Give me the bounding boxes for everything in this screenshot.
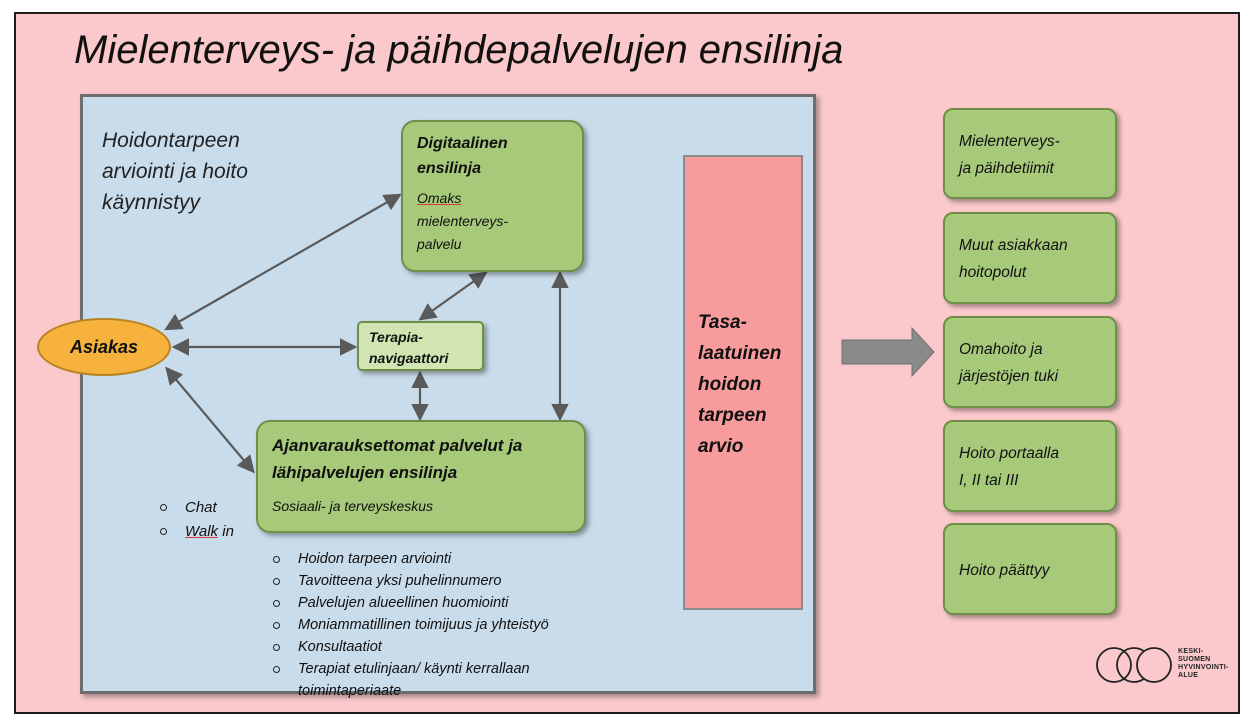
list-item: Moniammatillinen toimijuus ja yhteistyö (268, 614, 618, 636)
slide-title: Mielenterveys- ja päihdepalvelujen ensil… (74, 28, 844, 72)
contact-options-list: Chat Walk in (155, 496, 234, 544)
digital-box-subtitle-underlined: Omaks (417, 190, 462, 206)
walk-in-box-subtitle: Sosiaali- ja terveyskeskus (272, 498, 434, 514)
outcome-box: Hoito portaalla I, II tai III (943, 420, 1117, 512)
client-label: Asiakas (69, 336, 139, 357)
list-item: Hoidon tarpeen arviointi (268, 548, 618, 570)
organization-logo (1096, 647, 1172, 683)
digital-box-subtitle: Omaks mielenterveys- palvelu (417, 187, 568, 256)
block-arrow-to-outcomes (841, 326, 935, 378)
outcome-box: Hoito päättyy (943, 523, 1117, 615)
outcome-box: Muut asiakkaan hoitopolut (943, 212, 1117, 304)
panel-heading: Hoidontarpeen arviointi ja hoito käynnis… (102, 129, 248, 214)
arrow-client-walkin (165, 366, 255, 474)
client-ellipse: Asiakas (37, 318, 171, 376)
walk-in-option-underlined: Walk (185, 523, 219, 540)
walk-in-services-box: Ajanvarauksettomat palvelut ja lähipalve… (256, 420, 586, 533)
organization-name: KESKI- SUOMEN HYVINVOINTI- ALUE (1178, 648, 1229, 679)
list-item: Terapiat etulinjaan/ käynti kerrallaan t… (268, 658, 618, 702)
arrow-client-digital (164, 193, 402, 331)
chat-option: Chat (185, 499, 217, 516)
outcome-box: Mielenterveys- ja päihdetiimit (943, 108, 1117, 199)
assessment-bar: Tasa- laatuinen hoidon tarpeen arvio (683, 155, 803, 610)
features-list: Hoidon tarpeen arviointi Tavoitteena yks… (268, 548, 618, 702)
therapy-navigator-box: Terapia- navigaattori (357, 321, 484, 371)
digital-box-subtitle-rest: mielenterveys- palvelu (417, 213, 509, 252)
list-item: Walk in (155, 520, 234, 544)
outcome-box: Omahoito ja järjestöjen tuki (943, 316, 1117, 408)
arrow-navigator-digital (418, 271, 488, 321)
list-item: Tavoitteena yksi puhelinnumero (268, 570, 618, 592)
navigator-box-title: Terapia- navigaattori (369, 329, 449, 366)
digital-first-line-box: Digitaalinen ensilinja Omaks mielentervey… (401, 120, 584, 272)
walk-in-box-title: Ajanvarauksettomat palvelut ja lähipalve… (272, 436, 523, 482)
digital-box-title: Digitaalinen ensilinja (417, 135, 508, 177)
walk-in-option-rest: in (218, 523, 234, 540)
list-item: Palvelujen alueellinen huomiointi (268, 592, 618, 614)
list-item: Konsultaatiot (268, 636, 618, 658)
list-item: Chat (155, 496, 234, 520)
